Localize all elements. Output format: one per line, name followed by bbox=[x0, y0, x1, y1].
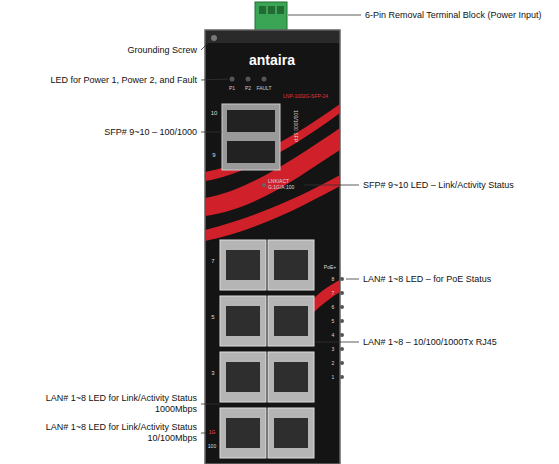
sfp-cage bbox=[222, 104, 280, 170]
poe-led bbox=[340, 361, 344, 365]
rj45-socket bbox=[226, 306, 260, 336]
callout-text: SFP# 9~10 – 100/1000 bbox=[104, 127, 197, 138]
led-number: 7 bbox=[332, 290, 335, 296]
led-number: 5 bbox=[332, 318, 335, 324]
swoosh-group bbox=[205, 104, 340, 312]
power-led bbox=[246, 77, 251, 82]
sfp-slot bbox=[227, 141, 275, 163]
led-label: P1 bbox=[229, 85, 235, 91]
rj45-port bbox=[268, 408, 314, 458]
poe-label: PoE+ bbox=[324, 264, 336, 270]
poe-led bbox=[340, 319, 344, 323]
callout-text: 6-Pin Removal Terminal Block (Power Inpu… bbox=[365, 10, 541, 21]
led-number: 1 bbox=[332, 374, 335, 380]
speed-label: 1G bbox=[209, 429, 216, 435]
led-number: 6 bbox=[332, 304, 335, 310]
port-number: 9 bbox=[212, 152, 215, 159]
rj45-socket bbox=[274, 362, 308, 392]
port-number: 3 bbox=[211, 370, 214, 377]
callout-text: LAN# 1~8 LED – for PoE Status bbox=[363, 274, 491, 285]
port-number: 10 bbox=[211, 110, 218, 117]
poe-led bbox=[340, 291, 344, 295]
rj45-ports bbox=[220, 240, 314, 458]
terminal-hole bbox=[277, 6, 284, 14]
housing-top bbox=[206, 31, 339, 43]
rj45-socket bbox=[274, 250, 308, 280]
leader-line bbox=[346, 279, 359, 280]
port-caption: 100/1000 SFP bbox=[293, 110, 299, 142]
switch-housing bbox=[205, 30, 340, 464]
terminal-hole bbox=[268, 6, 275, 14]
rj45-socket bbox=[274, 306, 308, 336]
led-number: 3 bbox=[332, 346, 335, 352]
led-number: 2 bbox=[332, 360, 335, 366]
rj45-port bbox=[268, 240, 314, 290]
callout-text: SFP# 9~10 LED – Link/Activity Status bbox=[363, 180, 514, 191]
led-label: FAULT bbox=[256, 85, 271, 91]
rj45-socket bbox=[226, 362, 260, 392]
callout-text: Grounding Screw bbox=[127, 45, 197, 56]
poe-leds bbox=[340, 277, 344, 379]
leader-line bbox=[288, 15, 361, 16]
rj45-socket bbox=[226, 418, 260, 448]
terminal-hole bbox=[259, 6, 266, 14]
leader-line bbox=[201, 404, 220, 405]
model-name: LNP-1002G-SFP-24 bbox=[283, 93, 328, 99]
led-number: 8 bbox=[332, 276, 335, 282]
rj45-socket bbox=[274, 418, 308, 448]
poe-led bbox=[340, 347, 344, 351]
leader-line bbox=[316, 342, 359, 343]
led-label: LNK/ACT bbox=[268, 178, 289, 184]
terminal-block bbox=[255, 2, 287, 30]
sfp-led bbox=[262, 183, 266, 187]
poe-led bbox=[340, 277, 344, 281]
fault-led bbox=[262, 77, 267, 82]
power-led bbox=[230, 77, 235, 82]
rj45-port bbox=[220, 408, 266, 458]
leader-line bbox=[201, 40, 211, 50]
led-label: G:1G/A:100 bbox=[268, 184, 294, 190]
sfp-slot bbox=[227, 110, 275, 132]
rj45-port bbox=[220, 296, 266, 346]
leader-line bbox=[201, 433, 206, 434]
leader-line bbox=[201, 132, 222, 133]
led-number: 4 bbox=[332, 332, 335, 338]
callout-text: LAN# 1~8 LED for Link/Activity Status 10… bbox=[25, 393, 197, 415]
rj45-port bbox=[268, 296, 314, 346]
led-label: P2 bbox=[245, 85, 251, 91]
poe-led bbox=[340, 305, 344, 309]
rj45-port bbox=[220, 240, 266, 290]
leader-line bbox=[201, 79, 228, 80]
callout-text: LED for Power 1, Power 2, and Fault bbox=[50, 75, 197, 86]
rj45-port bbox=[220, 352, 266, 402]
rj45-port bbox=[268, 352, 314, 402]
speed-label: 100 bbox=[208, 443, 216, 449]
leader-lines bbox=[201, 15, 361, 433]
port-number: 7 bbox=[211, 258, 214, 265]
red-swoosh bbox=[312, 280, 340, 312]
brand-logo: antaira bbox=[249, 52, 295, 69]
rj45-socket bbox=[226, 250, 260, 280]
poe-led bbox=[340, 375, 344, 379]
callout-text: LAN# 1~8 – 10/100/1000Tx RJ45 bbox=[363, 337, 497, 348]
poe-led bbox=[340, 333, 344, 337]
callout-text: LAN# 1~8 LED for Link/Activity Status 10… bbox=[25, 422, 197, 444]
leader-line bbox=[304, 185, 359, 186]
port-number: 5 bbox=[211, 314, 214, 321]
grounding-screw bbox=[211, 35, 217, 41]
